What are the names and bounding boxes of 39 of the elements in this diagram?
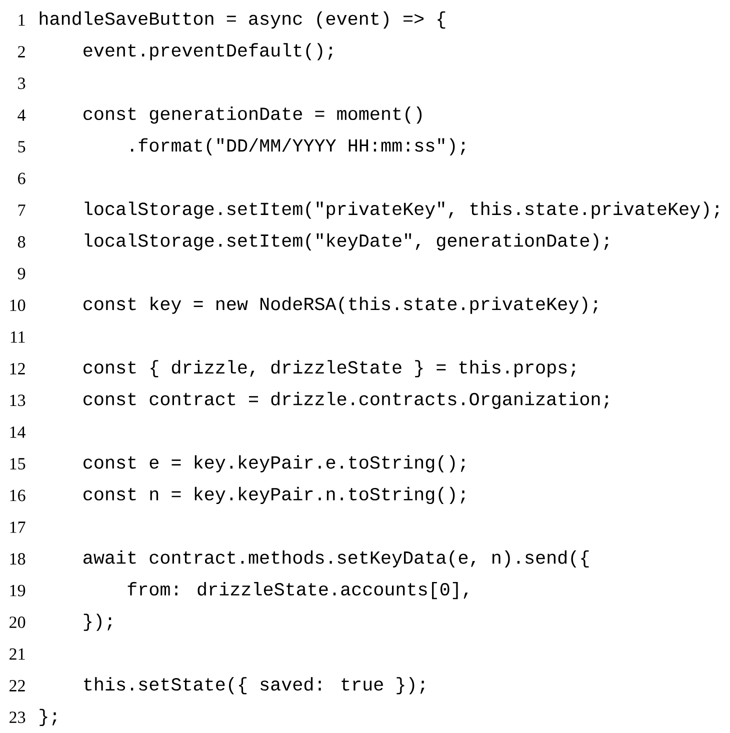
- line-number: 14: [10, 426, 26, 438]
- code-line: this.setState({ saved: true });: [84, 677, 424, 694]
- line-number: 16: [10, 490, 26, 502]
- line-number: 22: [10, 680, 25, 692]
- line-number: 4: [18, 110, 26, 121]
- code-line: const generationDate = moment(): [84, 106, 422, 124]
- line-number: 18: [10, 553, 26, 565]
- code-line: handleSaveButton = async (event) => {: [40, 11, 446, 29]
- code-line: const e = key.keyPair.e.toString();: [84, 455, 465, 472]
- line-number: 11: [10, 331, 25, 343]
- line-number: 7: [18, 204, 26, 216]
- line-number: 1: [18, 14, 25, 26]
- line-number: 23: [10, 712, 26, 724]
- code-line: });: [84, 614, 112, 631]
- line-number: 5: [18, 141, 26, 152]
- line-number: 19: [10, 584, 26, 596]
- code-line: .format("DD/MM/YYYY HH:mm:ss");: [131, 138, 465, 156]
- line-number: 2: [18, 46, 25, 58]
- line-number: 10: [10, 300, 26, 312]
- code-line: };: [40, 708, 56, 726]
- line-number: 9: [18, 268, 26, 280]
- code-line: event.preventDefault();: [84, 43, 332, 60]
- code-line: const { drizzle, drizzleState } = this.props;: [84, 360, 576, 378]
- code-line: const contract = drizzle.contracts.Organization;: [84, 392, 608, 409]
- code-line: localStorage.setItem("privateKey", this.state.privateKey);: [84, 202, 719, 219]
- line-number: 20: [10, 616, 26, 628]
- code-line: const n = key.keyPair.n.toString();: [84, 486, 465, 504]
- code-line: from: drizzleState.accounts[0],: [128, 582, 468, 600]
- line-number: 17: [10, 522, 26, 533]
- code-line: localStorage.setItem("keyDate", generationDate);: [84, 233, 608, 250]
- line-number: 12: [10, 363, 25, 374]
- code-line: await contract.methods.setKeyData(e, n).send({: [84, 550, 589, 568]
- code-line: const key = new NodeRSA(this.state.privateKey);: [84, 296, 598, 314]
- line-number: 15: [10, 458, 26, 470]
- line-number: 8: [18, 236, 26, 248]
- line-number: 13: [10, 394, 26, 406]
- line-number: 21: [10, 648, 25, 660]
- line-number: 3: [18, 78, 26, 90]
- line-number: 6: [18, 172, 26, 184]
